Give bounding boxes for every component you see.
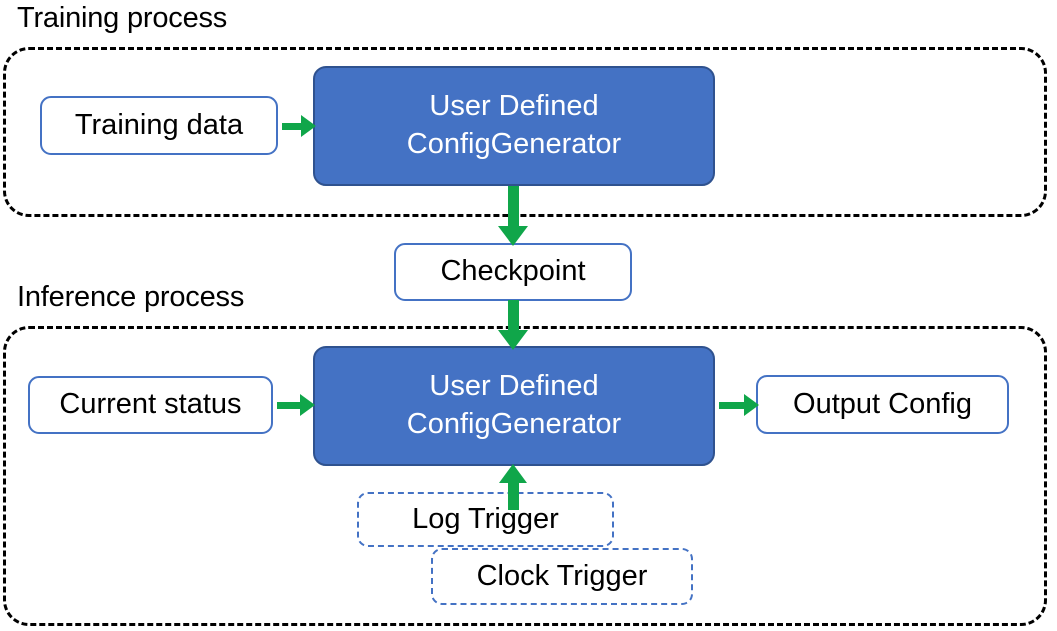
- arrow-head: [301, 115, 316, 137]
- arrow-generator-to-output-config: [719, 391, 759, 419]
- arrow-shaft: [507, 478, 519, 510]
- node-output-config[interactable]: Output Config: [756, 375, 1009, 434]
- node-log-trigger[interactable]: Log Trigger: [357, 492, 614, 547]
- node-label-line2: ConfigGenerator: [406, 408, 622, 440]
- arrow-current-status-to-generator: [277, 391, 315, 419]
- node-training-config-generator[interactable]: User Defined ConfigGenerator: [313, 66, 715, 186]
- node-checkpoint[interactable]: Checkpoint: [394, 243, 632, 301]
- arrow-head: [744, 394, 759, 416]
- inference-process-container: [3, 326, 1047, 626]
- training-process-title: Training process: [17, 2, 228, 34]
- node-label-line1: User Defined: [429, 90, 599, 123]
- node-clock-trigger[interactable]: Clock Trigger: [431, 548, 693, 605]
- arrow-head: [498, 226, 528, 246]
- arrow-shaft: [719, 401, 747, 409]
- arrow-shaft: [277, 401, 303, 409]
- arrow-head: [300, 394, 315, 416]
- arrow-checkpoint-to-generator: [498, 300, 528, 350]
- arrow-shaft: [282, 122, 304, 130]
- inference-process-title: Inference process: [17, 281, 245, 313]
- node-label-line2: ConfigGenerator: [406, 128, 622, 160]
- node-inference-config-generator[interactable]: User Defined ConfigGenerator: [313, 346, 715, 466]
- arrow-head: [498, 330, 528, 350]
- training-process-container: [3, 47, 1047, 217]
- arrow-generator-to-checkpoint: [498, 186, 528, 246]
- arrow-shaft: [507, 186, 519, 230]
- node-label-line1: User Defined: [429, 370, 599, 403]
- arrow-head: [499, 464, 527, 483]
- arrow-training-data-to-generator: [282, 112, 316, 140]
- arrow-shaft: [507, 300, 519, 334]
- node-current-status[interactable]: Current status: [28, 376, 273, 434]
- arrow-triggers-to-generator: [499, 464, 527, 510]
- node-training-data[interactable]: Training data: [40, 96, 278, 155]
